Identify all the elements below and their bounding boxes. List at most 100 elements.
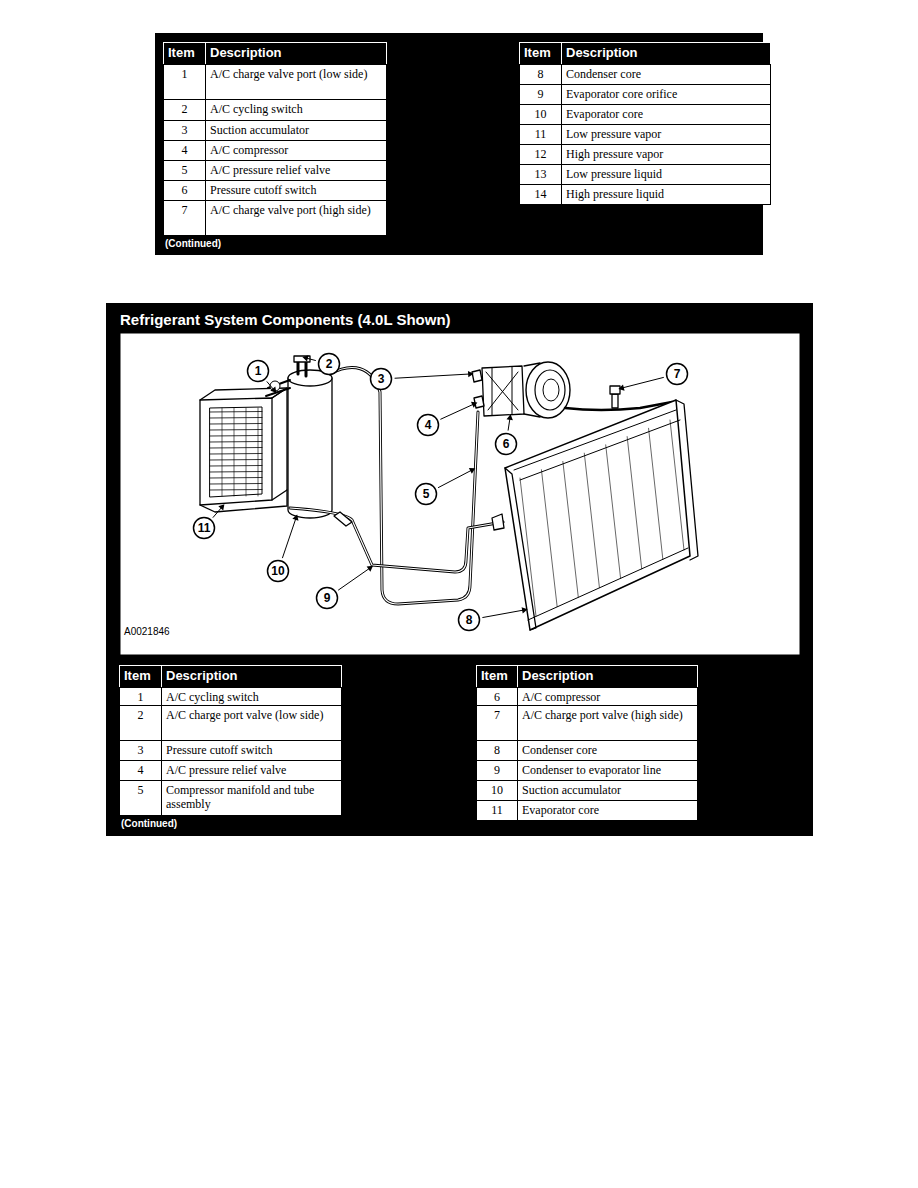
callout-number: 11 [192,516,216,540]
evaporator-core [200,398,272,505]
evaporator-fin [210,471,262,473]
table-cell: A/C pressure relief valve [205,160,387,181]
condenser-fin [649,428,663,559]
evaporator-core [200,490,287,512]
table-cell: Item [519,42,562,65]
evaporator-fin [258,408,259,496]
table-cell: 10 [519,104,562,125]
evaporator-fin [210,447,262,449]
liquid-line [290,508,503,572]
table-cell: A/C charge valve port (high side) [205,200,387,236]
callout-number: 5 [414,482,438,506]
condenser-fin [563,461,578,597]
table-cell: Item [476,665,518,688]
table-cell: 12 [519,144,562,165]
table-cell: 7 [476,705,518,741]
condenser-core [505,468,536,630]
compressor-pulley [543,379,559,401]
table-cell: Suction accumulator [517,780,698,801]
table-cell: 4 [163,140,206,161]
leader-arrowhead [218,502,227,510]
figure-title: Refrigerant System Components (4.0L Show… [120,311,451,328]
table-cell: 11 [476,800,518,821]
leader-arrowhead [468,371,474,378]
table-cell: A/C cycling switch [205,99,387,121]
table-cell: A/C compressor [205,140,387,161]
leader-line [483,610,524,617]
table-cell: A/C charge valve port (low side) [205,64,387,100]
figure-frame [120,333,800,655]
leader-line [622,377,663,388]
table-cell: Pressure cutoff switch [161,740,342,761]
evaporator-fin [210,435,262,437]
table-cell: Evaporator core [561,104,771,125]
leader-line [213,507,222,517]
fitting [334,512,352,526]
continued-note: (Continued) [121,818,177,829]
evaporator-fin [210,423,262,425]
table-cell: High pressure vapor [561,144,771,165]
compressor [482,366,524,416]
fitting [492,514,504,530]
condenser-fin [627,437,642,569]
leader-line [283,518,296,558]
callout-number: 8 [457,608,481,632]
compressor-pulley [535,370,565,410]
leader-line [438,470,472,488]
table-cell: 6 [163,180,206,201]
table-cell: Evaporator core orifice [561,84,771,105]
table-cell: Item [119,665,162,688]
evaporator-fin [210,489,262,491]
table-cell: Description [205,42,387,65]
evaporator-fin [234,408,235,496]
table-cell: A/C charge port valve (low side) [161,705,342,741]
condenser-fin [670,420,684,550]
continued-note: (Continued) [165,238,221,249]
callout-number: 4 [416,413,440,437]
callout-number: 7 [665,362,689,386]
compressor [486,367,518,415]
table-cell: Description [161,665,342,688]
cutoff-switch [472,370,482,382]
table-cell: 5 [119,780,162,816]
table-cell: Pressure cutoff switch [205,180,387,201]
table-cell: Item [163,42,206,65]
table-cell: 6 [476,687,518,706]
table-cell: High pressure liquid [561,184,771,205]
leader-line [338,568,370,590]
table-cell: A/C pressure relief valve [161,760,342,781]
evaporator-fin [210,459,262,461]
leader-arrowhead [367,563,375,571]
table-cell: Description [517,665,698,688]
table-cell: 3 [163,120,206,141]
condenser-core [514,410,688,620]
table-cell: Description [561,42,771,65]
callout-circle: 5 [414,482,438,506]
evaporator-fin [210,453,262,455]
callout-circle: 6 [494,432,518,456]
callout-number: 1 [246,359,270,383]
callout-circle: 11 [192,516,216,540]
callout-circle: 9 [315,586,339,610]
condenser-core [505,400,690,630]
table-cell: Low pressure vapor [561,124,771,145]
callout-number: 10 [266,559,290,583]
evaporator-fin [210,411,262,413]
table-cell: Evaporator core [517,800,698,821]
leader-arrowhead [302,354,309,362]
evaporator-fin [210,441,262,443]
callout-number: 3 [369,367,393,391]
table-cell: A/C cycling switch [161,687,342,706]
leader-arrowhead [507,414,514,420]
table-cell: 2 [119,705,162,741]
table-cell: A/C charge port valve (high side) [517,705,698,741]
condenser-core [676,400,698,560]
table-cell: 1 [163,64,206,100]
callout-circle: 10 [266,559,290,583]
charge-port [612,394,618,408]
callout-circle: 8 [457,608,481,632]
evaporator-fin [222,408,223,496]
table-cell: 3 [119,740,162,761]
leader-arrowhead [469,465,477,473]
